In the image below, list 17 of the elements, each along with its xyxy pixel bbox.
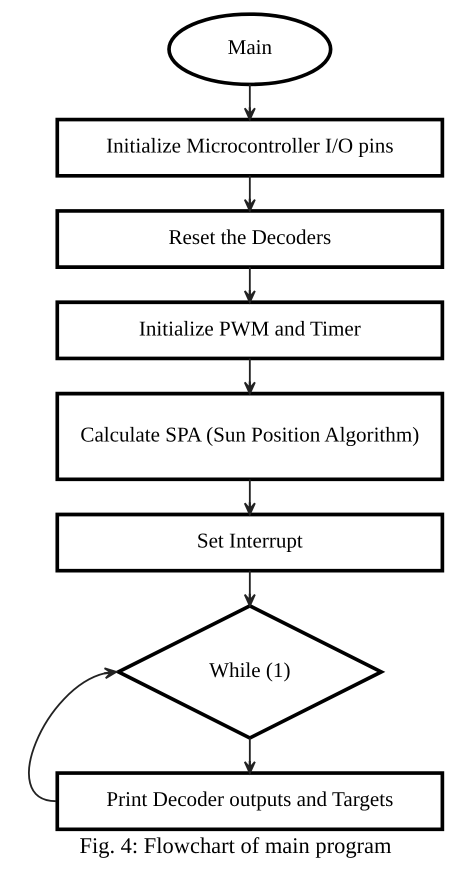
node-box: Set Interrupt <box>54 512 444 573</box>
arrow <box>243 84 256 120</box>
node-box: Calculate SPA (Sun Position Algorithm) <box>54 392 444 482</box>
arrow <box>243 176 256 212</box>
arrow <box>243 479 256 516</box>
node-box: Reset the Decoders <box>54 209 444 269</box>
node-diamond: While (1) <box>114 604 385 740</box>
arrow <box>243 570 256 607</box>
arrow <box>243 267 256 304</box>
caption: Fig. 4: Flowchart of main program <box>78 832 392 858</box>
arrow <box>243 738 256 774</box>
node-box: Initialize Microcontroller I/O pins <box>54 118 444 178</box>
node-ellipse: Main <box>166 12 332 86</box>
arrow <box>28 667 117 802</box>
node-box: Initialize PWM and Timer <box>54 300 444 360</box>
node-box: Print Decoder outputs and Targets <box>54 771 444 832</box>
arrow <box>243 358 256 395</box>
